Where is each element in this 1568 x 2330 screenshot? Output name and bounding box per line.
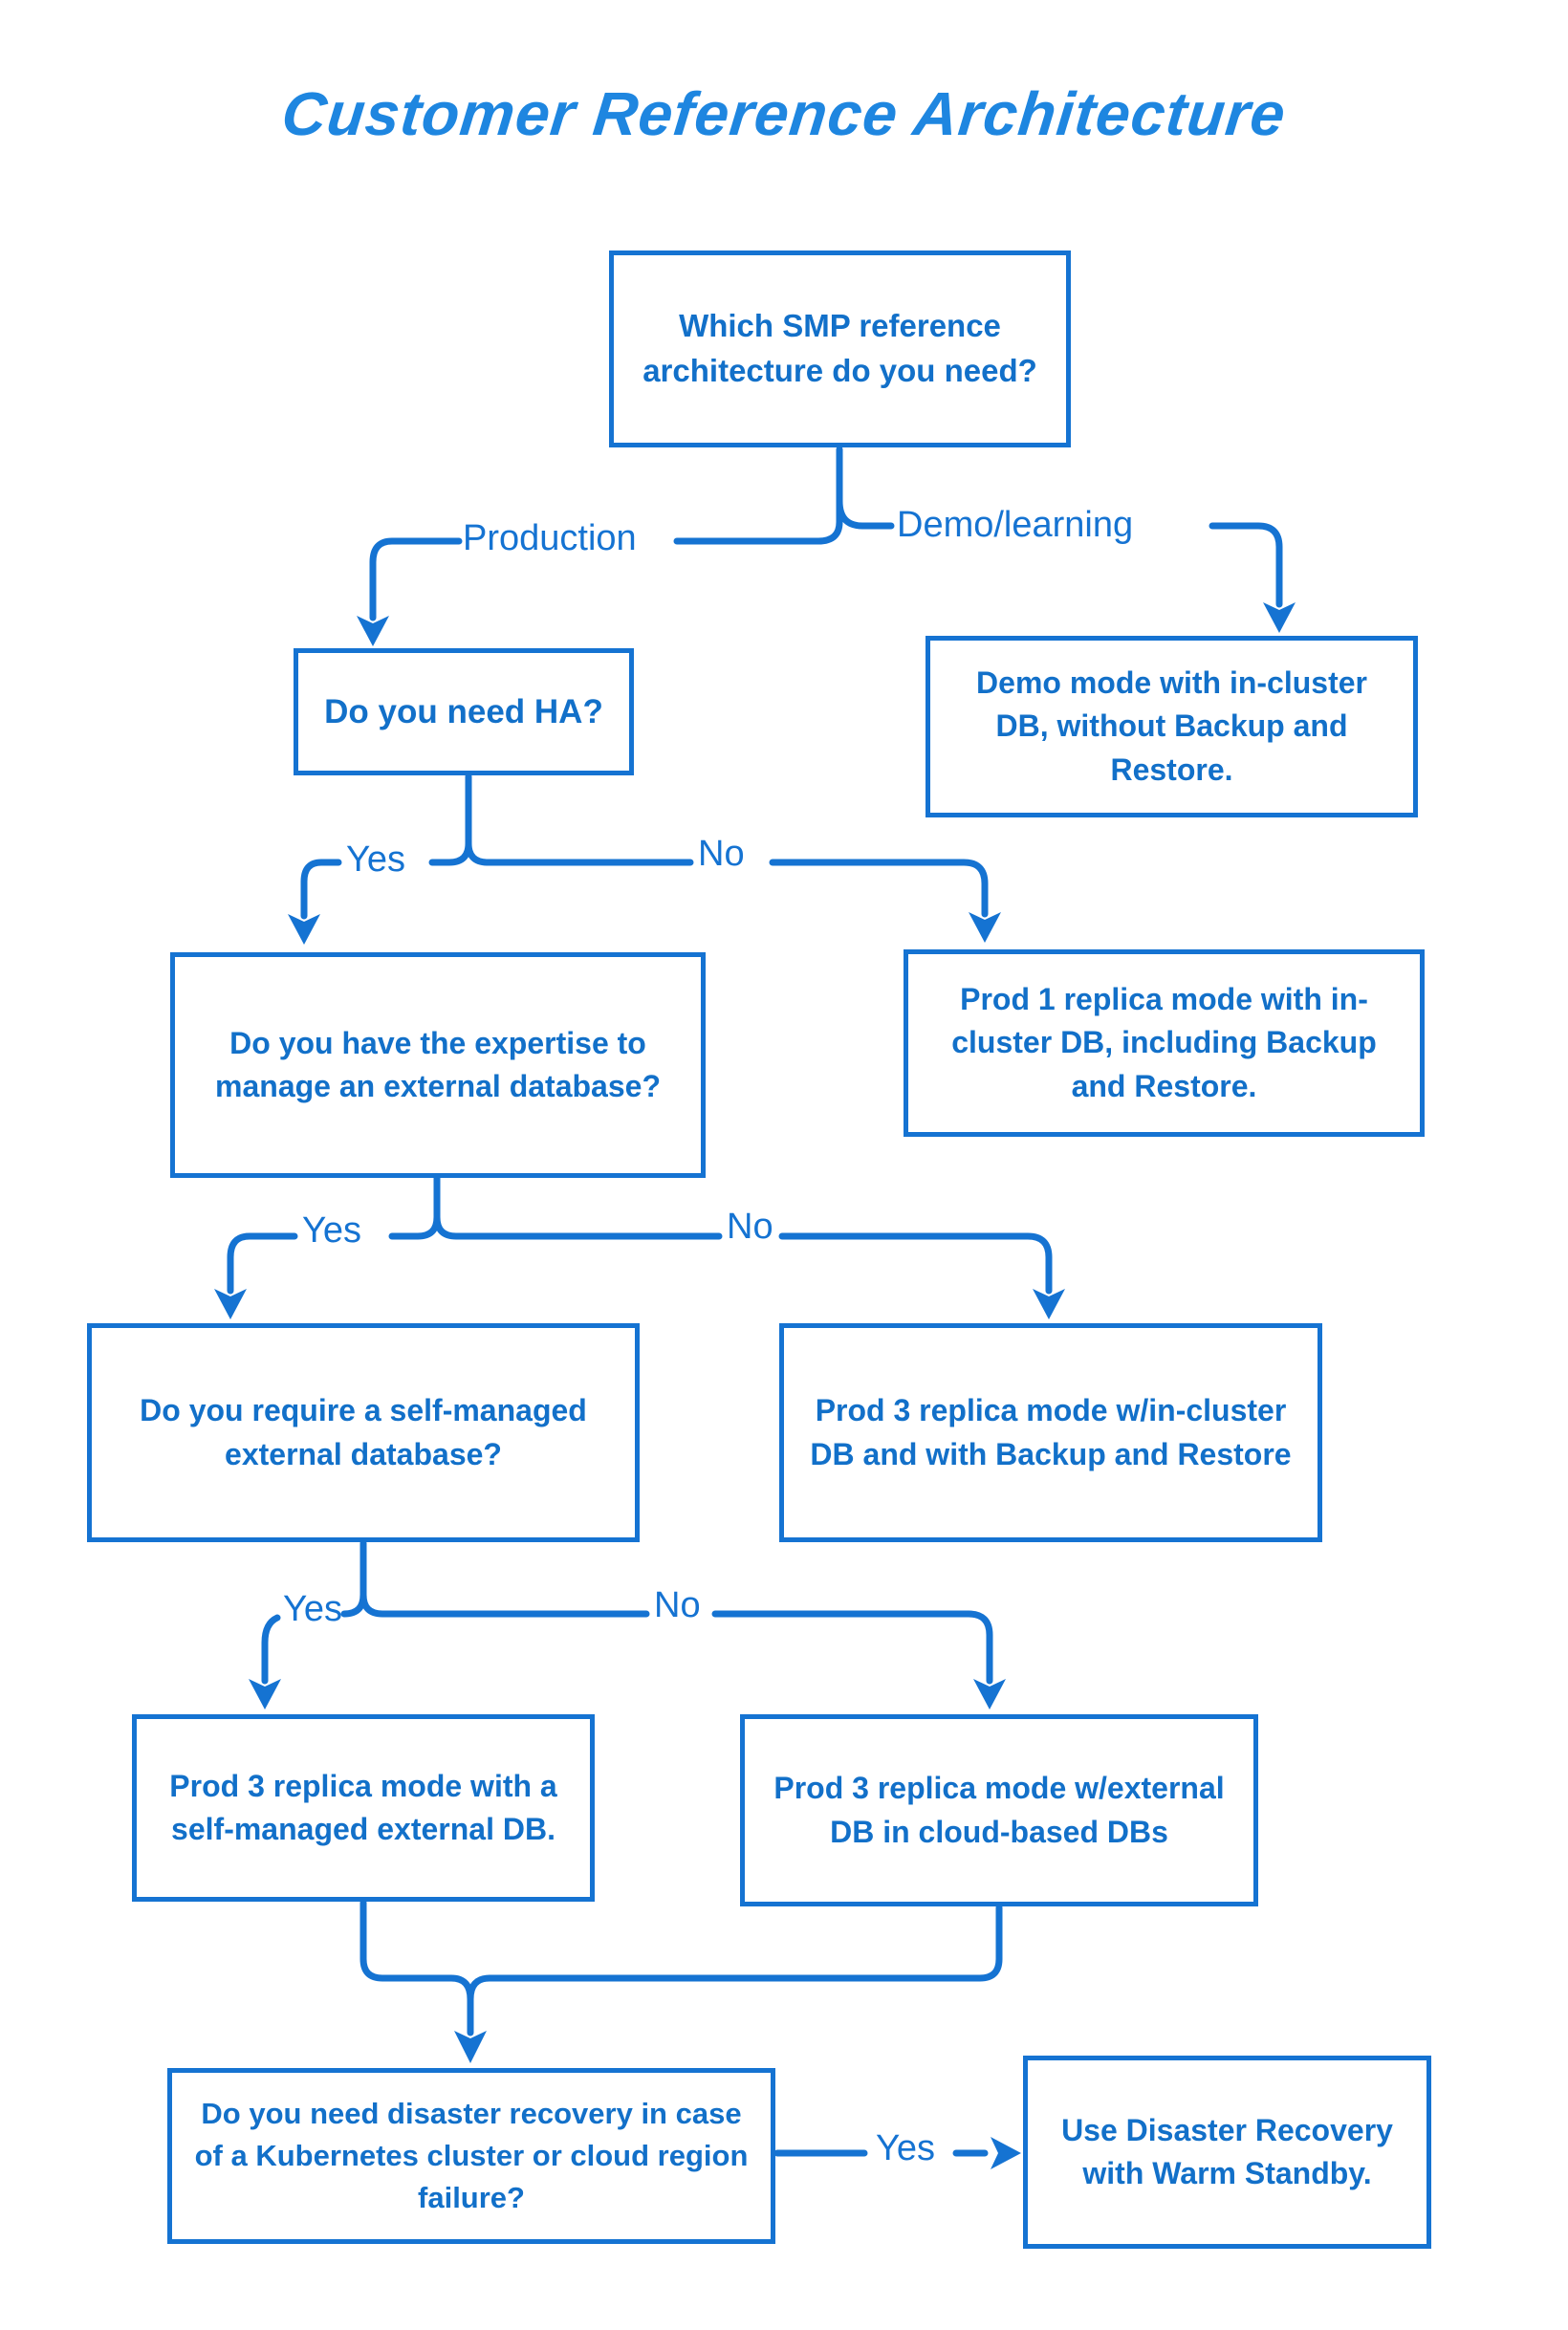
- edge-label-yes-2: Yes: [302, 1210, 361, 1251]
- edge-label-demo-learning: Demo/learning: [897, 505, 1134, 545]
- edge-label-no-1: No: [698, 834, 745, 874]
- arrowhead-down-icon: [288, 914, 320, 945]
- arrowhead-down-icon: [969, 912, 1001, 943]
- arrowhead-down-icon: [1033, 1289, 1065, 1319]
- arrowhead-down-icon: [249, 1679, 281, 1709]
- node-question-expertise: Do you have the expertise to manage an e…: [170, 952, 706, 1178]
- edge-label-production: Production: [463, 518, 637, 558]
- arrowhead-down-icon: [973, 1679, 1006, 1709]
- edge-label-no-2: No: [727, 1207, 773, 1247]
- edge-label-yes-3: Yes: [283, 1589, 342, 1629]
- node-prod-3-cloud: Prod 3 replica mode w/external DB in clo…: [740, 1714, 1258, 1906]
- arrowhead-down-icon: [214, 1289, 247, 1319]
- arrowhead-right-icon: [991, 2137, 1021, 2169]
- node-prod-3-selfmanaged: Prod 3 replica mode with a self-managed …: [132, 1714, 595, 1902]
- edge-label-no-3: No: [654, 1585, 701, 1625]
- node-demo-mode: Demo mode with in-cluster DB, without Ba…: [926, 636, 1418, 817]
- node-warm-standby: Use Disaster Recovery with Warm Standby.: [1023, 2056, 1431, 2249]
- arrowhead-down-icon: [454, 2031, 487, 2063]
- edge-ha-no: [465, 839, 1001, 943]
- edge-selfmanaged-no: [359, 1591, 1006, 1709]
- edge-label-yes-4: Yes: [876, 2128, 935, 2168]
- arrowhead-down-icon: [1263, 602, 1296, 633]
- node-question-architecture: Which SMP reference architecture do you …: [609, 250, 1071, 447]
- node-question-self-managed: Do you require a self-managed external d…: [87, 1323, 640, 1542]
- edge-merge-disaster-recovery: [359, 1899, 1003, 2063]
- edge-expertise-no: [433, 1213, 1065, 1319]
- edge-root-demo: [836, 497, 1296, 633]
- node-question-ha: Do you need HA?: [294, 648, 634, 775]
- edge-dr-yes: [773, 2137, 1021, 2169]
- node-prod-1-replica: Prod 1 replica mode with in-cluster DB, …: [904, 949, 1425, 1137]
- edge-root-production: [357, 446, 843, 646]
- node-question-disaster-recovery: Do you need disaster recovery in case of…: [167, 2068, 775, 2244]
- arrowhead-down-icon: [357, 616, 389, 646]
- edge-label-yes-1: Yes: [346, 839, 405, 880]
- node-prod-3-incluster: Prod 3 replica mode w/in-cluster DB and …: [779, 1323, 1322, 1542]
